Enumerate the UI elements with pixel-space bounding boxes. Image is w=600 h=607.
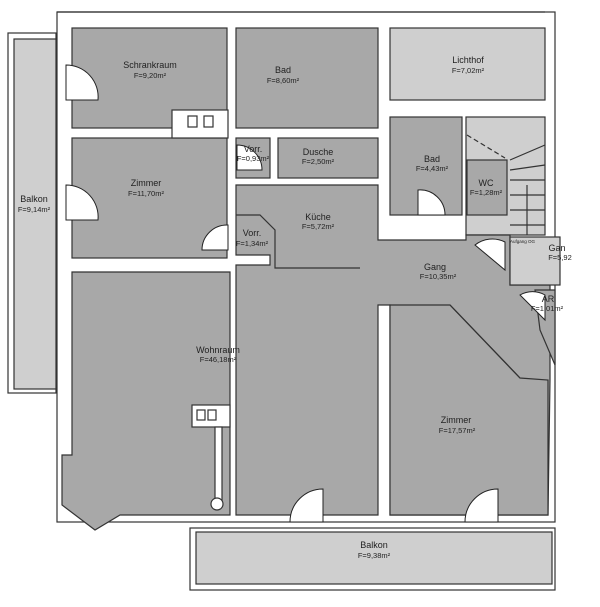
chimney xyxy=(171,109,229,139)
area-vorr: F=1,34m² xyxy=(236,239,269,248)
area-dusche: F=2,50m² xyxy=(302,157,335,166)
doors xyxy=(65,64,546,523)
label-gang-side: Gan xyxy=(548,243,565,253)
flue xyxy=(207,409,217,421)
label-zimmer-right: Zimmer xyxy=(441,415,472,425)
area-bad-main: F=8,60m² xyxy=(267,76,300,85)
area-ar: F=1,01m² xyxy=(531,304,564,313)
door-icon xyxy=(519,291,546,322)
flue xyxy=(196,409,206,421)
room-lichthof xyxy=(389,27,546,101)
room-zimmer-left xyxy=(71,137,228,259)
flue xyxy=(203,115,214,128)
label-dusche: Dusche xyxy=(303,147,334,157)
label-gang: Gang xyxy=(424,262,446,272)
area-balkon-bottom: F=9,38m² xyxy=(358,551,391,560)
area-bad-small: F=4,43m² xyxy=(416,164,449,173)
area-zimmer-left: F=11,70m² xyxy=(128,189,164,198)
stair-steps xyxy=(466,134,546,235)
label-kueche: Küche xyxy=(305,212,331,222)
room-dusche xyxy=(277,137,379,179)
label-stair: Aufgang OG xyxy=(510,239,536,244)
flue xyxy=(187,115,198,128)
label-vorr-small: Vorr. xyxy=(244,144,263,154)
partition-wall xyxy=(214,426,223,506)
area-zimmer-right: F=17,57m² xyxy=(439,426,476,435)
room-gang-side xyxy=(509,236,561,286)
label-ar: AR xyxy=(542,294,555,304)
area-kueche: F=5,72m² xyxy=(302,222,335,231)
room-bad-main xyxy=(235,27,379,129)
door-icon xyxy=(474,238,506,272)
label-vorr: Vorr. xyxy=(243,228,262,238)
balkon-left xyxy=(13,38,57,390)
label-schrankraum: Schrankraum xyxy=(123,60,177,70)
area-lichthof: F=7,02m² xyxy=(452,66,485,75)
area-schrankraum: F=9,20m² xyxy=(134,71,167,80)
label-bad-main: Bad xyxy=(275,65,291,75)
area-wc: F=1,28m² xyxy=(470,188,503,197)
door-icon xyxy=(65,64,99,101)
door-icon xyxy=(65,184,99,221)
label-lichthof: Lichthof xyxy=(452,55,484,65)
door-icon xyxy=(289,488,324,523)
label-zimmer-left: Zimmer xyxy=(131,178,162,188)
door-icon xyxy=(464,488,499,523)
door-icon xyxy=(417,189,446,216)
label-bad-small: Bad xyxy=(424,154,440,164)
label-wc: WC xyxy=(479,178,494,188)
label-balkon-left: Balkon xyxy=(20,194,48,204)
area-wohnraum: F=46,18m² xyxy=(200,355,237,364)
kueche-wall xyxy=(236,214,360,269)
room-wohnraum xyxy=(61,271,231,531)
door-icon xyxy=(201,224,229,251)
label-wohnraum: Wohnraum xyxy=(196,345,240,355)
area-gang-side: F=5,92 xyxy=(548,253,572,262)
area-vorr-small: F=0,93m² xyxy=(237,154,270,163)
label-balkon-bottom: Balkon xyxy=(360,540,388,550)
area-balkon-left: F=9,14m² xyxy=(18,205,51,214)
door-icon xyxy=(236,144,263,171)
column xyxy=(210,497,224,511)
diagonal-wall xyxy=(449,304,521,379)
balkon-bottom xyxy=(195,531,553,585)
room-wc xyxy=(466,159,508,216)
area-gang: F=10,35m² xyxy=(420,272,457,281)
